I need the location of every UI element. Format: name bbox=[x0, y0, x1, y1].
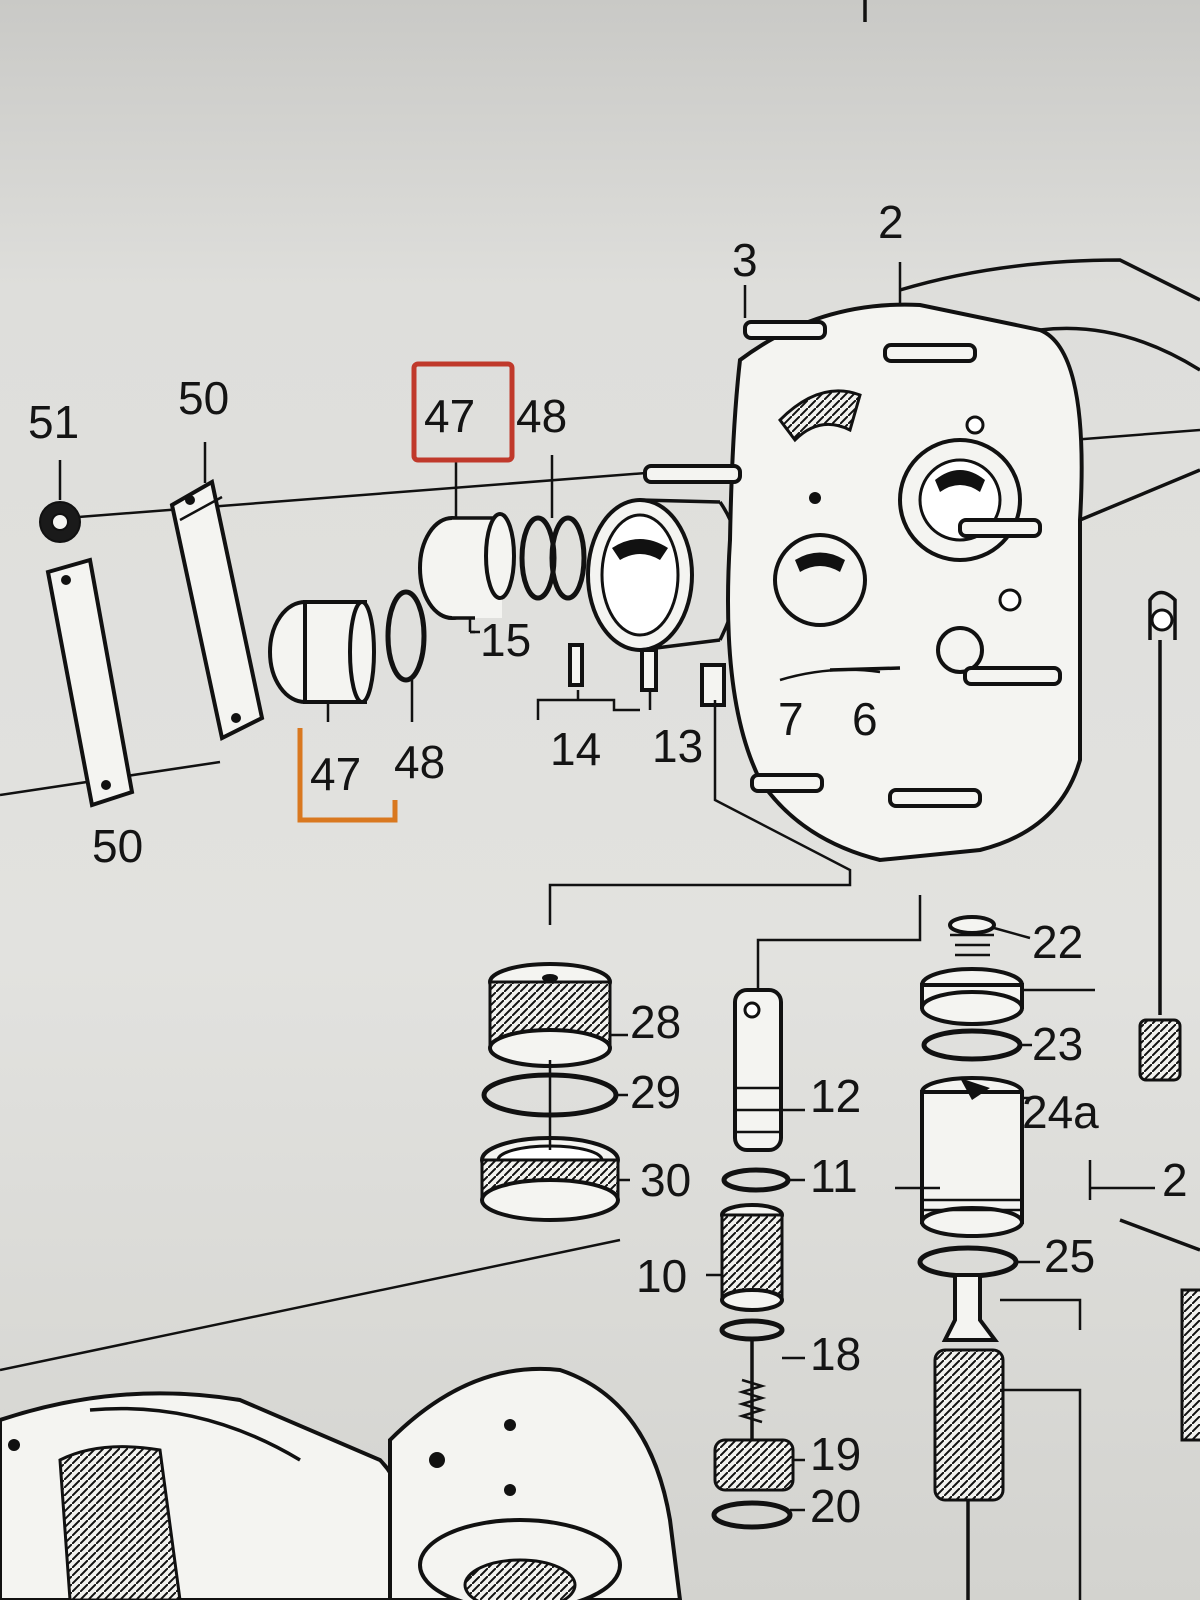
label-10: 10 bbox=[636, 1250, 687, 1302]
part-18-spring bbox=[719, 1318, 805, 1440]
part-11-ring bbox=[721, 1167, 805, 1193]
label-47-bottom: 47 bbox=[310, 748, 361, 800]
part-2-main-housing bbox=[726, 258, 1200, 863]
highlight-box-47-bottom bbox=[297, 728, 398, 823]
label-50-top: 50 bbox=[178, 372, 229, 424]
label-2-top: 2 bbox=[878, 196, 904, 248]
label-2-right: 2 bbox=[1162, 1154, 1188, 1206]
part-24a-sleeve bbox=[895, 1076, 1155, 1238]
label-51: 51 bbox=[28, 396, 79, 448]
label-15: 15 bbox=[480, 614, 531, 666]
part-3-stud bbox=[743, 285, 827, 340]
label-48-bottom: 48 bbox=[394, 736, 445, 788]
part-30-seat bbox=[480, 1060, 630, 1222]
label-28: 28 bbox=[630, 996, 681, 1048]
part-22-spring-cap bbox=[920, 915, 1095, 1026]
part-7-bracket bbox=[548, 663, 852, 925]
part-25-ring bbox=[917, 1245, 1040, 1279]
label-14: 14 bbox=[550, 723, 601, 775]
lower-housing-center bbox=[388, 1366, 683, 1600]
part-labels: 2 3 51 50 47 48 15 14 13 7 6 47 48 50 22… bbox=[28, 196, 1188, 1532]
lower-housing-left bbox=[0, 1391, 409, 1600]
right-edge-fragments bbox=[1119, 590, 1200, 1442]
part-50-bar-lower bbox=[45, 557, 135, 808]
part-50-bar-upper bbox=[169, 442, 265, 741]
part-14-pin bbox=[536, 643, 640, 720]
part-48-ring-lower bbox=[385, 589, 427, 722]
part-20-ring bbox=[711, 1500, 805, 1530]
label-47-top: 47 bbox=[424, 390, 475, 442]
label-12: 12 bbox=[810, 1070, 861, 1122]
right-spring-assembly bbox=[933, 1273, 1082, 1600]
label-25: 25 bbox=[1044, 1230, 1095, 1282]
label-13: 13 bbox=[652, 720, 703, 772]
label-48-top: 48 bbox=[516, 390, 567, 442]
label-19: 19 bbox=[810, 1428, 861, 1480]
part-48-rings-upper bbox=[519, 455, 587, 601]
label-3: 3 bbox=[732, 234, 758, 286]
part-47-piston-upper bbox=[418, 462, 516, 634]
label-11: 11 bbox=[810, 1150, 858, 1202]
part-19-cap bbox=[713, 1438, 805, 1492]
highlight-box-47-top bbox=[411, 361, 515, 463]
cylinder-sleeve bbox=[586, 498, 742, 652]
part-47-piston-lower bbox=[268, 600, 376, 722]
label-7: 7 bbox=[778, 693, 804, 745]
label-23: 23 bbox=[1032, 1018, 1083, 1070]
part-23-ring bbox=[921, 1028, 1032, 1062]
label-29: 29 bbox=[630, 1066, 681, 1118]
part-29-ring bbox=[481, 1072, 628, 1118]
part-10-valve-body bbox=[706, 1203, 784, 1312]
part-51-nut bbox=[39, 460, 81, 543]
label-50-bottom: 50 bbox=[92, 820, 143, 872]
label-6: 6 bbox=[852, 693, 878, 745]
label-22: 22 bbox=[1032, 916, 1083, 968]
label-20: 20 bbox=[810, 1480, 861, 1532]
label-24a: 24a bbox=[1022, 1086, 1099, 1138]
label-30: 30 bbox=[640, 1154, 691, 1206]
part-28-cap bbox=[488, 962, 628, 1068]
label-18: 18 bbox=[810, 1328, 861, 1380]
part-13-pin bbox=[640, 648, 658, 710]
part-12-plunger bbox=[733, 895, 922, 1152]
part-6-clip bbox=[779, 668, 881, 682]
studs bbox=[643, 343, 1062, 808]
